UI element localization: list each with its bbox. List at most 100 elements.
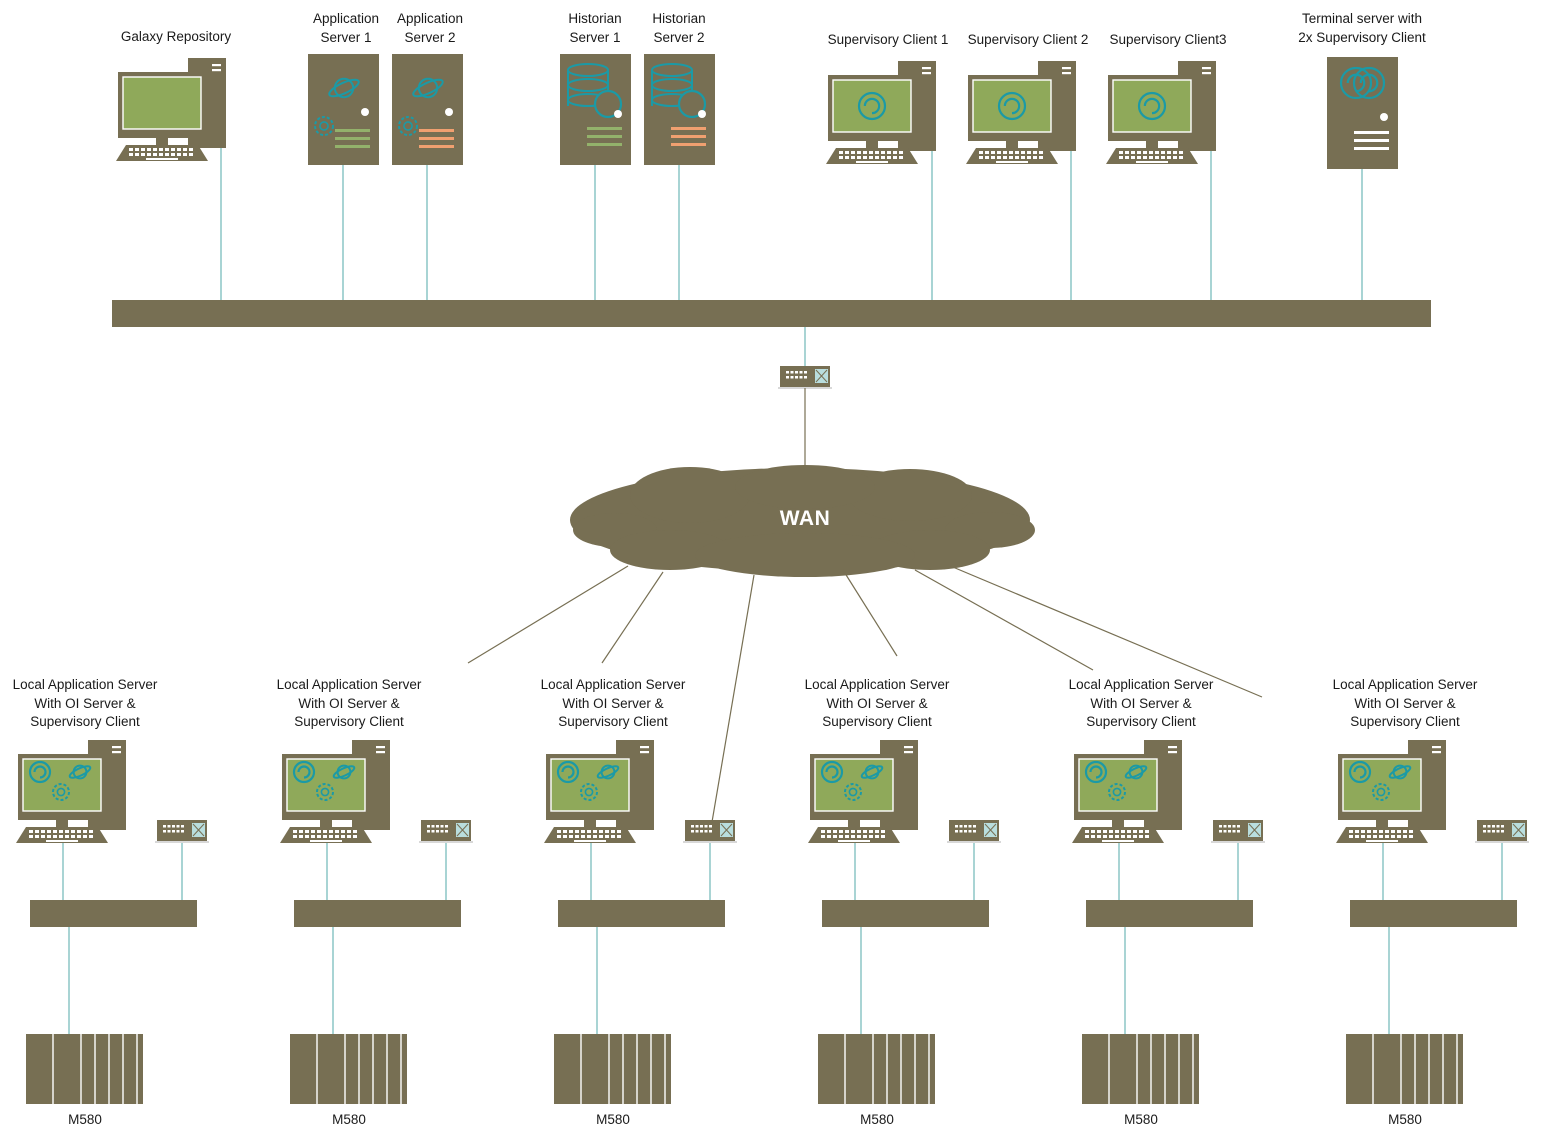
keyboard-key xyxy=(997,151,1001,154)
wan-link-site-4 xyxy=(842,569,898,657)
keyboard-key xyxy=(1385,830,1389,833)
historian-server-1-icon xyxy=(560,54,631,165)
supervisory-client-2-label: Supervisory Client 2 xyxy=(898,31,1158,50)
terminal-server-icon xyxy=(1327,57,1398,169)
site-bus xyxy=(1350,900,1517,927)
keyboard-key xyxy=(1379,830,1383,833)
switch-port xyxy=(163,825,166,828)
m580-plc-icon xyxy=(1082,1034,1199,1104)
monitor-screen xyxy=(122,76,202,130)
keyboard-key xyxy=(153,148,157,151)
keyboard-key xyxy=(1085,830,1089,833)
switch-shadow xyxy=(419,841,473,843)
keyboard-key xyxy=(1115,830,1119,833)
monitor-neck xyxy=(1112,820,1124,827)
plc-rack xyxy=(290,1034,407,1104)
switch-shadow xyxy=(683,841,737,843)
tower-slot xyxy=(212,64,221,67)
application-server-2-label-line: Application xyxy=(396,11,464,26)
keyboard-key xyxy=(1027,151,1031,154)
server-led xyxy=(361,108,369,116)
keyboard-key xyxy=(1349,835,1353,838)
keyboard-key xyxy=(893,151,897,154)
switch-shadow xyxy=(1475,841,1529,843)
wan-link-site-2 xyxy=(601,571,664,664)
keyboard-key xyxy=(129,148,133,151)
site-1-label-line: Supervisory Client xyxy=(30,714,140,729)
switch-port xyxy=(436,830,439,833)
switch-port xyxy=(709,825,712,828)
application-server-2-icon xyxy=(392,54,463,165)
wan-label: WAN xyxy=(779,507,831,530)
keyboard-key xyxy=(353,830,357,833)
keyboard-key xyxy=(165,148,169,151)
historian-server-2-label-line: Server 2 xyxy=(653,29,705,45)
planet-ring xyxy=(860,765,884,779)
switch-port xyxy=(172,825,175,828)
m580-plc-icon xyxy=(818,1034,935,1104)
site-5 xyxy=(1086,838,1253,1035)
keyboard-key xyxy=(1021,151,1025,154)
local-application-server-icon xyxy=(1336,740,1446,843)
server-led xyxy=(445,108,453,116)
monitor-screen xyxy=(1342,758,1422,812)
site-4-label-line: With OI Server & xyxy=(826,695,928,711)
keyboard-key xyxy=(1167,156,1171,159)
switch-shadow xyxy=(947,841,1001,843)
m580-plc-icon xyxy=(1346,1034,1463,1104)
server-bar xyxy=(1354,147,1389,150)
keyboard-key xyxy=(1149,151,1153,154)
server-bar xyxy=(335,129,370,132)
keyboard-key xyxy=(1109,835,1113,838)
gear-teeth xyxy=(844,783,862,801)
plc-label: M580 xyxy=(1388,1112,1422,1127)
keyboard-key xyxy=(1139,835,1143,838)
tower-slot xyxy=(1202,72,1211,75)
keyboard-key xyxy=(189,148,193,151)
keyboard-key xyxy=(1173,151,1177,154)
gear-teeth xyxy=(580,783,598,801)
site-4 xyxy=(822,838,989,1035)
keyboard-key xyxy=(991,151,995,154)
keyboard-key xyxy=(53,835,57,838)
site-3 xyxy=(558,838,725,1035)
switch-port xyxy=(795,371,798,374)
tower-slot xyxy=(376,746,385,749)
site-bus xyxy=(1086,900,1253,927)
keyboard-key xyxy=(1119,156,1123,159)
keyboard-key xyxy=(341,835,345,838)
switch-port xyxy=(691,825,694,828)
site-4-label-line: Local Application Server xyxy=(804,677,950,692)
switch-port xyxy=(968,825,972,828)
swirl-inner xyxy=(297,765,311,779)
keyboard-key xyxy=(997,156,1001,159)
backbone-bus xyxy=(112,300,1431,327)
switch-port xyxy=(964,825,967,828)
switch-port xyxy=(1496,830,1500,833)
switch-port xyxy=(163,830,166,833)
monitor-neck xyxy=(584,820,596,827)
keyboard-key xyxy=(1015,151,1019,154)
keyboard-key xyxy=(1015,156,1019,159)
switch-uplink-mark xyxy=(1248,823,1261,837)
keyboard-key xyxy=(1033,156,1037,159)
switch-port xyxy=(1501,825,1504,828)
switch-port xyxy=(799,371,803,374)
monitor-screen xyxy=(832,79,912,133)
gear-teeth xyxy=(398,116,418,136)
switch-port xyxy=(1223,825,1227,828)
switch-port xyxy=(1237,830,1240,833)
gear-hub xyxy=(56,787,66,797)
server-bar xyxy=(1354,139,1389,142)
keyboard-key xyxy=(83,835,87,838)
switch-port xyxy=(1223,830,1227,833)
planet-ring xyxy=(412,78,444,98)
site-6-label-line: Supervisory Client xyxy=(1350,714,1460,729)
switch-port xyxy=(955,830,958,833)
keyboard-key xyxy=(65,835,69,838)
keyboard-key xyxy=(899,151,903,154)
keyboard-key xyxy=(183,153,187,156)
switch-port xyxy=(959,830,963,833)
